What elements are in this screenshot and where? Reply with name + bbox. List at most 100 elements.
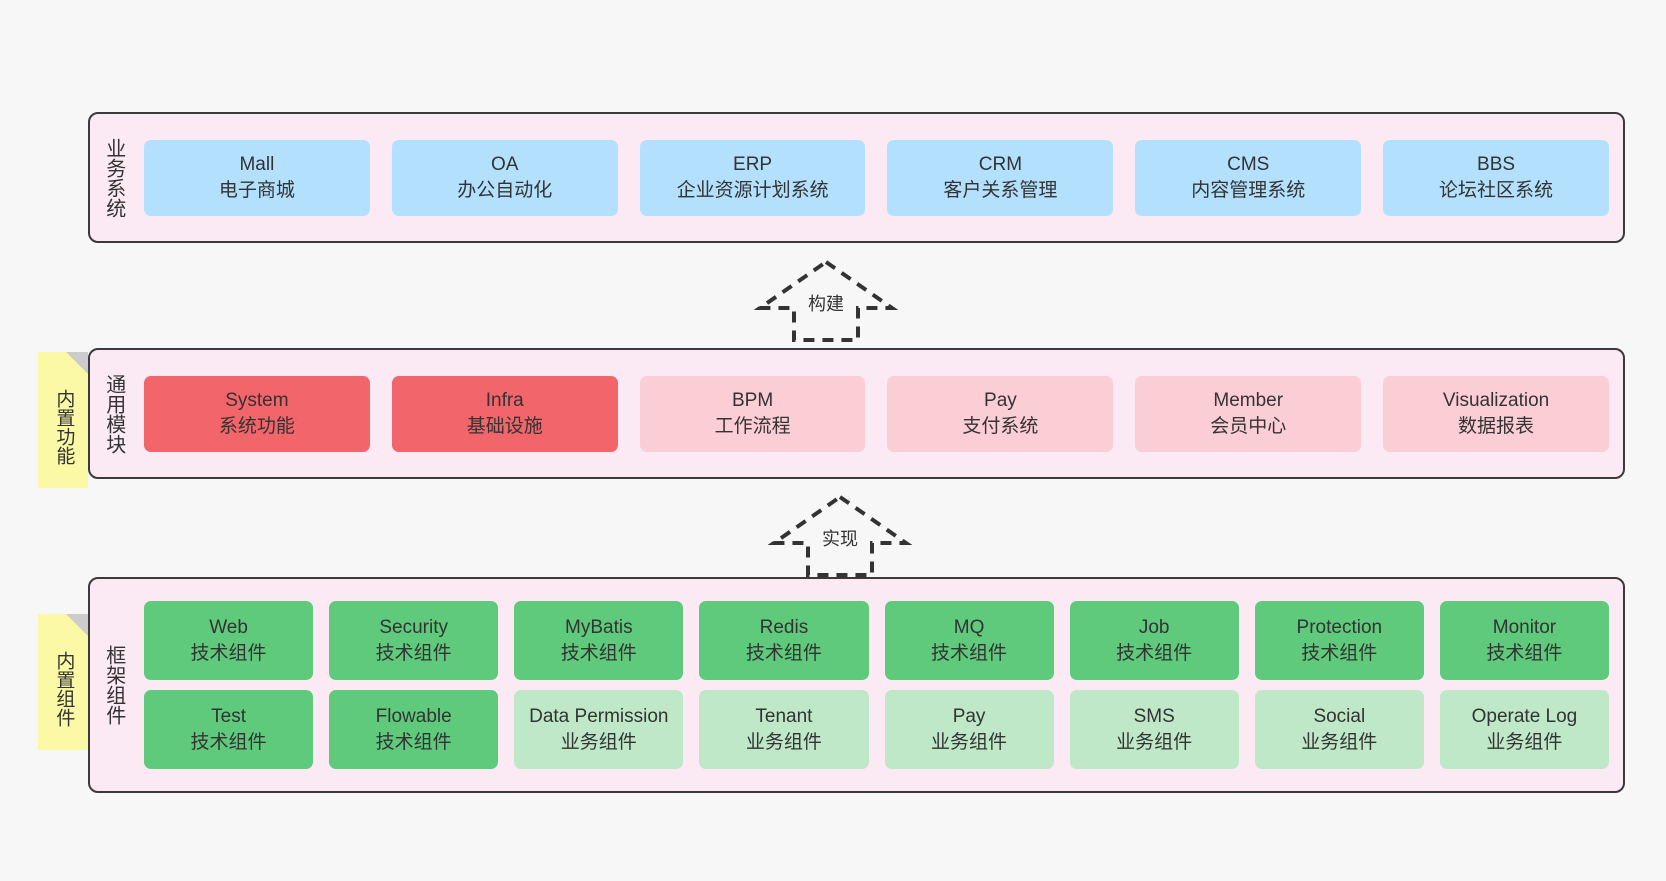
note-text: 内置功能	[53, 389, 75, 465]
card-title: BPM	[731, 390, 774, 412]
card-subtitle: 工作流程	[714, 415, 791, 437]
card-title: Test	[211, 706, 246, 728]
card-subtitle: 数据报表	[1458, 415, 1535, 437]
card-mall[interactable]: Mall 电子商城	[144, 139, 370, 216]
card-subtitle: 会员中心	[1210, 415, 1287, 437]
card-row: Test 技术组件 Flowable 技术组件 Data Permission …	[144, 690, 1609, 769]
card-job[interactable]: Job 技术组件	[1069, 601, 1239, 680]
card-subtitle: 技术组件	[190, 642, 267, 664]
card-test[interactable]: Test 技术组件	[144, 690, 314, 769]
card-system[interactable]: System 系统功能	[144, 375, 370, 452]
card-title: Flowable	[375, 706, 452, 728]
card-row: Mall 电子商城 OA 办公自动化 ERP 企业资源计划系统 CRM 客户关系…	[144, 139, 1609, 216]
card-subtitle: 技术组件	[375, 731, 452, 753]
card-row: System 系统功能 Infra 基础设施 BPM 工作流程 Pay 支付系统…	[144, 375, 1609, 452]
card-title: Protection	[1296, 617, 1383, 639]
card-subtitle: 业务组件	[745, 731, 822, 753]
card-subtitle: 业务组件	[1486, 731, 1563, 753]
card-title: CMS	[1227, 154, 1270, 176]
card-subtitle: 业务组件	[1116, 731, 1193, 753]
card-data-permission[interactable]: Data Permission 业务组件	[514, 690, 684, 769]
card-operate-log[interactable]: Operate Log 业务组件	[1439, 690, 1609, 769]
layer-title-framework: 框架组件	[102, 645, 125, 725]
card-oa[interactable]: OA 办公自动化	[391, 139, 618, 216]
card-subtitle: 业务组件	[931, 731, 1008, 753]
card-subtitle: 技术组件	[931, 642, 1008, 664]
card-monitor[interactable]: Monitor 技术组件	[1439, 601, 1609, 680]
card-subtitle: 内容管理系统	[1191, 179, 1306, 201]
card-subtitle: 支付系统	[962, 415, 1039, 437]
card-subtitle: 论坛社区系统	[1439, 179, 1554, 201]
card-subtitle: 技术组件	[560, 642, 637, 664]
card-title: Pay	[984, 390, 1017, 412]
card-tenant[interactable]: Tenant 业务组件	[699, 690, 869, 769]
card-cms[interactable]: CMS 内容管理系统	[1135, 139, 1362, 216]
card-flowable[interactable]: Flowable 技术组件	[329, 690, 499, 769]
card-subtitle: 技术组件	[745, 642, 822, 664]
card-subtitle: 办公自动化	[457, 179, 553, 201]
card-security[interactable]: Security 技术组件	[329, 601, 499, 680]
card-sms[interactable]: SMS 业务组件	[1069, 690, 1239, 769]
card-title: System	[225, 390, 289, 412]
card-crm[interactable]: CRM 客户关系管理	[887, 139, 1114, 216]
layer-body-modules: System 系统功能 Infra 基础设施 BPM 工作流程 Pay 支付系统…	[136, 350, 1623, 477]
card-social[interactable]: Social 业务组件	[1254, 690, 1424, 769]
card-subtitle: 系统功能	[218, 415, 295, 437]
card-title: Job	[1138, 617, 1170, 639]
card-bpm[interactable]: BPM 工作流程	[639, 375, 866, 452]
card-subtitle: 客户关系管理	[943, 179, 1058, 201]
card-title: Operate Log	[1471, 706, 1578, 728]
card-title: ERP	[733, 154, 773, 176]
card-title: CRM	[978, 154, 1023, 176]
card-title: Tenant	[755, 706, 813, 728]
card-subtitle: 技术组件	[190, 731, 267, 753]
sticky-note-builtin-component: 内置组件	[38, 614, 88, 750]
card-subtitle: 技术组件	[1116, 642, 1193, 664]
card-title: Redis	[759, 617, 809, 639]
layer-title-modules: 通用模块	[102, 373, 125, 454]
layer-body-framework: Web 技术组件 Security 技术组件 MyBatis 技术组件 Redi…	[136, 579, 1623, 791]
card-bbs[interactable]: BBS 论坛社区系统	[1383, 139, 1609, 216]
card-pay-biz[interactable]: Pay 业务组件	[884, 690, 1054, 769]
hollow-arrow-up-icon	[767, 494, 913, 577]
card-protection[interactable]: Protection 技术组件	[1254, 601, 1424, 680]
arrow-label-build: 构建	[808, 294, 844, 314]
card-title: Data Permission	[529, 706, 669, 728]
card-subtitle: 业务组件	[1301, 731, 1378, 753]
card-title: BBS	[1477, 154, 1516, 176]
card-web[interactable]: Web 技术组件	[144, 601, 314, 680]
card-erp[interactable]: ERP 企业资源计划系统	[639, 139, 866, 216]
card-subtitle: 电子商城	[218, 179, 295, 201]
card-title: Infra	[485, 390, 524, 412]
card-subtitle: 技术组件	[375, 642, 452, 664]
arrow-label-implement: 实现	[822, 529, 858, 549]
card-pay[interactable]: Pay 支付系统	[887, 375, 1114, 452]
hollow-arrow-up-icon	[753, 259, 899, 342]
card-title: Visualization	[1442, 390, 1550, 412]
card-subtitle: 技术组件	[1301, 642, 1378, 664]
card-row: Web 技术组件 Security 技术组件 MyBatis 技术组件 Redi…	[144, 601, 1609, 680]
card-title: Social	[1313, 706, 1366, 728]
card-visualization[interactable]: Visualization 数据报表	[1383, 375, 1609, 452]
arrow-implement: 实现	[767, 494, 913, 577]
sticky-note-builtin-function: 内置功能	[38, 352, 88, 488]
card-member[interactable]: Member 会员中心	[1135, 375, 1362, 452]
layer-framework-components: 框架组件 Web 技术组件 Security 技术组件 MyBatis 技术组件…	[88, 577, 1625, 793]
card-title: Pay	[952, 706, 986, 728]
card-mq[interactable]: MQ 技术组件	[884, 601, 1054, 680]
arrow-build: 构建	[753, 259, 899, 342]
card-title: MQ	[953, 617, 985, 639]
card-subtitle: 基础设施	[466, 415, 543, 437]
card-redis[interactable]: Redis 技术组件	[699, 601, 869, 680]
card-mybatis[interactable]: MyBatis 技术组件	[514, 601, 684, 680]
card-title: Security	[379, 617, 448, 639]
card-title: Web	[209, 617, 248, 639]
layer-body-business: Mall 电子商城 OA 办公自动化 ERP 企业资源计划系统 CRM 客户关系…	[136, 114, 1623, 241]
card-infra[interactable]: Infra 基础设施	[391, 375, 618, 452]
card-title: SMS	[1133, 706, 1175, 728]
layer-title-business: 业务系统	[102, 137, 125, 218]
card-title: Monitor	[1492, 617, 1557, 639]
card-title: Member	[1213, 390, 1284, 412]
card-subtitle: 技术组件	[1486, 642, 1563, 664]
card-subtitle: 业务组件	[560, 731, 637, 753]
